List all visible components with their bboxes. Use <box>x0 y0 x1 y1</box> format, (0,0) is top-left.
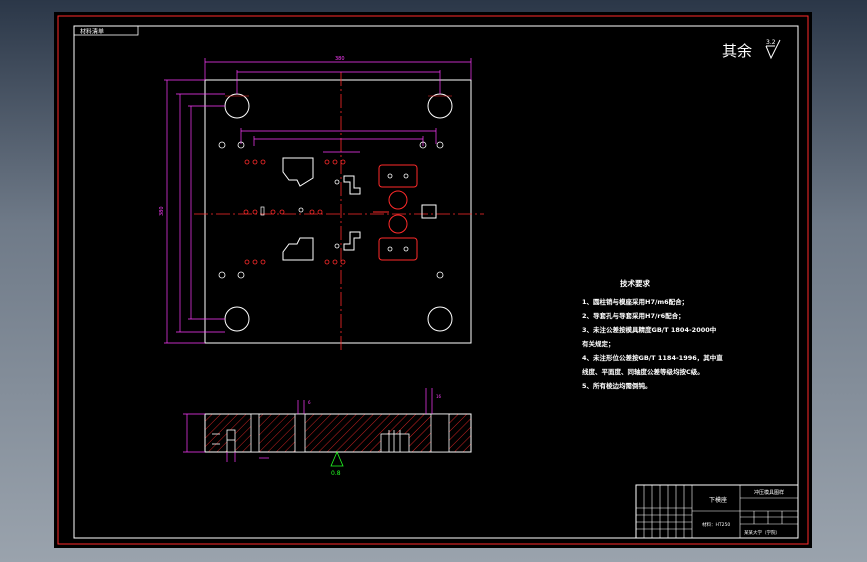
section-body <box>204 413 472 453</box>
svg-text:材料：HT250: 材料：HT250 <box>702 521 730 528</box>
svg-text:0.8: 0.8 <box>331 470 341 477</box>
svg-text:3、未注公差按模具精度GB/T 1804-2000中: 3、未注公差按模具精度GB/T 1804-2000中 <box>582 325 716 334</box>
cad-viewport[interactable]: 材料清单 其余 3.2 <box>54 12 812 548</box>
drawing-frame-outer <box>57 15 809 545</box>
die-cavities <box>282 157 437 261</box>
svg-text:其余: 其余 <box>722 42 752 60</box>
top-label-box: 材料清单 <box>73 25 139 36</box>
dimension-width <box>204 58 472 153</box>
dimension-height <box>164 79 225 344</box>
svg-text:1、圆柱销与模座采用H7/m6配合；: 1、圆柱销与模座采用H7/m6配合； <box>582 297 688 306</box>
technical-requirements: 技术要求 1、圆柱销与模座采用H7/m6配合； 2、导套孔与导套采用H7/r6配… <box>582 278 723 390</box>
svg-text:某某大学（学院）: 某某大学（学院） <box>744 529 780 536</box>
svg-text:线度、平面度、同轴度公差等级均按C级。: 线度、平面度、同轴度公差等级均按C级。 <box>582 367 704 376</box>
svg-text:380: 380 <box>335 56 345 62</box>
plate-outline <box>204 79 472 344</box>
section-view: 6 16 0.8 <box>183 388 472 477</box>
guide-holes <box>224 93 453 332</box>
svg-text:2、导套孔与导套采用H7/r6配合；: 2、导套孔与导套采用H7/r6配合； <box>582 311 685 320</box>
svg-text:冲压模具图样: 冲压模具图样 <box>754 489 784 496</box>
svg-text:16: 16 <box>436 394 442 399</box>
surface-roughness-mark: 0.8 <box>330 450 344 477</box>
small-holes-white <box>218 141 444 279</box>
plan-view: 380 380 <box>159 56 484 352</box>
svg-text:4、未注形位公差按GB/T 1184-1996，其中直: 4、未注形位公差按GB/T 1184-1996，其中直 <box>582 353 723 362</box>
title-block: 下模座 冲压模具图样 材料：HT250 某某大学（学院） <box>635 484 799 539</box>
svg-text:6: 6 <box>308 400 311 405</box>
drawing-border <box>73 25 799 539</box>
svg-text:有关规定；: 有关规定； <box>582 339 615 348</box>
svg-text:3.2: 3.2 <box>766 39 776 46</box>
svg-text:380: 380 <box>159 206 165 216</box>
svg-text:材料清单: 材料清单 <box>80 28 104 36</box>
small-holes-red <box>243 159 346 265</box>
svg-text:下模座: 下模座 <box>709 496 727 504</box>
svg-text:5、所有棱边均需倒钝。: 5、所有棱边均需倒钝。 <box>582 381 652 390</box>
red-openings <box>373 164 418 261</box>
roughness-symbol: 其余 3.2 <box>722 39 781 60</box>
svg-text:技术要求: 技术要求 <box>620 278 650 288</box>
cad-drawing: 材料清单 其余 3.2 <box>57 15 809 545</box>
